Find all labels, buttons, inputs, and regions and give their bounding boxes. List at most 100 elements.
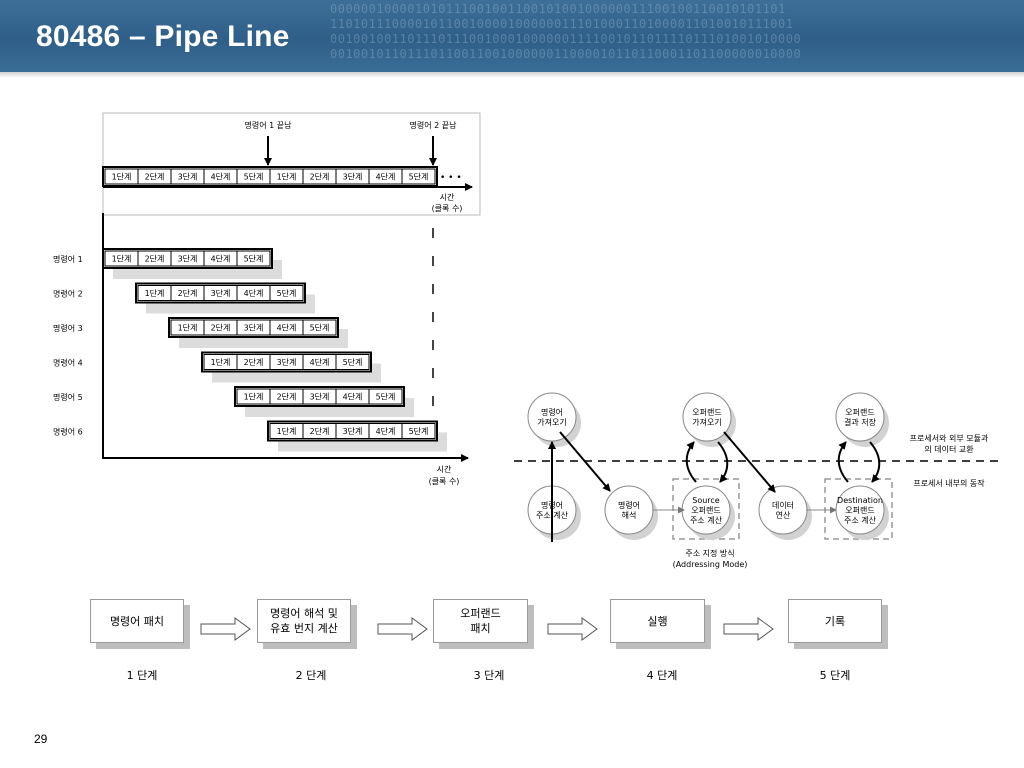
pipeline-row: 명령어 1 1단계 2단계 3단계 4단계 5단계 (53, 248, 282, 279)
slide-title: 80486 – Pipe Line (36, 20, 290, 53)
arrow-opfetch-down (717, 441, 729, 483)
flow-step-3: 오퍼랜드 패치 (433, 599, 528, 643)
instruction-label: 명령어 3 (53, 323, 83, 333)
pipeline-stage-3-1: 1단계 (170, 319, 205, 336)
flow-stage-1: 1 단계 (126, 669, 158, 682)
pipeline-stage-1-1: 1단계 (104, 250, 139, 267)
flow-stage-2: 2 단계 (295, 669, 327, 682)
pipeline-time-unit: (클록 수) (429, 477, 460, 486)
pipeline-stage-2-3: 3단계 (203, 285, 238, 301)
pipeline-stage-3-3-label: 3단계 (244, 323, 264, 333)
pipeline-stage-3-4-label: 4단계 (277, 323, 297, 333)
pipeline-row: 명령어 5 1단계 2단계 3단계 4단계 5단계 (53, 386, 414, 417)
instruction-label: 명령어 5 (53, 392, 83, 402)
top-stage-9: 4단계 (368, 168, 403, 185)
pipeline-stage-1-2-label: 2단계 (145, 254, 165, 264)
pipeline-row: 명령어 3 1단계 2단계 3단계 4단계 5단계 (53, 317, 348, 348)
top-stage-10-label: 5단계 (409, 172, 429, 182)
pipeline-stage-6-5: 5단계 (401, 423, 436, 439)
flow-arrow-1 (200, 617, 251, 641)
pipeline-stage-3-2-label: 2단계 (211, 323, 231, 333)
flow-step-4: 실행 (610, 599, 705, 643)
pipeline-stage-6-2: 2단계 (302, 423, 337, 439)
pipeline-stage-2-5-label: 5단계 (277, 288, 297, 298)
pipeline-stage-3-5: 5단계 (302, 319, 337, 336)
top-stage-2-label: 2단계 (145, 172, 165, 182)
pipeline-stage-4-3: 3단계 (269, 354, 304, 370)
pipeline-stage-5-4-label: 4단계 (343, 392, 363, 402)
instruction-label: 명령어 6 (53, 427, 83, 437)
pipeline-stage-6-3-label: 3단계 (343, 426, 363, 436)
flow-arrows (200, 617, 774, 641)
flow-arrow-2 (377, 617, 428, 641)
top-dots: • • • (440, 173, 462, 183)
state-node-inst-addr: 명령어주소 계산 (527, 485, 581, 540)
pipeline-stage-5-1-label: 1단계 (244, 392, 264, 402)
flow-step-1: 명령어 패치 (90, 599, 184, 643)
marker1-label: 명령어 1 끝남 (245, 120, 293, 130)
pipeline-stage-5-3: 3단계 (302, 388, 337, 405)
top-stage-7-label: 2단계 (310, 172, 330, 182)
top-stage-1: 1단계 (104, 168, 139, 185)
pipeline-stage-1-3-label: 3단계 (178, 254, 198, 264)
arrow-store-down (869, 441, 881, 483)
pipeline-stage-5-3-label: 3단계 (310, 392, 330, 402)
top-stage-5-label: 5단계 (244, 172, 264, 182)
pipeline-stage-6-5-label: 5단계 (409, 426, 429, 436)
addressing-mode-label: 주소 지정 방식(Addressing Mode) (673, 548, 748, 569)
top-stage-4-label: 4단계 (211, 172, 231, 182)
binary-texture: 0000001000010101110010011001010010000001… (330, 2, 802, 61)
pipeline-stage-4-4-label: 4단계 (310, 357, 330, 367)
pipeline-stage-6-3: 3단계 (335, 423, 370, 439)
top-stage-9-label: 4단계 (376, 172, 396, 182)
pipeline-stage-1-4-label: 4단계 (211, 254, 231, 264)
pipeline-stage-1-5: 5단계 (236, 250, 271, 267)
marker2-label: 명령어 2 끝남 (410, 120, 458, 130)
pipeline-stage-6-2-label: 2단계 (310, 426, 330, 436)
top-stage-3-label: 3단계 (178, 172, 198, 182)
pipeline-stage-5-2-label: 2단계 (277, 392, 297, 402)
pipeline-stage-1-5-label: 5단계 (244, 254, 264, 264)
flow-stage-5: 5 단계 (819, 669, 851, 682)
pipeline-stage-2-4-label: 4단계 (244, 288, 264, 298)
page-number: 29 (34, 732, 48, 746)
pipeline-stage-6-1-label: 1단계 (277, 426, 297, 436)
pipeline-stage-4-2-label: 2단계 (244, 357, 264, 367)
pipeline-stage-4-5: 5단계 (335, 354, 370, 370)
pipeline-stage-3-3: 3단계 (236, 319, 271, 336)
pipeline-stage-4-1: 1단계 (203, 354, 238, 370)
pipeline-stage-4-5-label: 5단계 (343, 357, 363, 367)
pipeline-stage-4-4: 4단계 (302, 354, 337, 370)
top-stage-1-label: 1단계 (112, 172, 132, 182)
pipeline-stage-2-5: 5단계 (269, 285, 304, 301)
top-stage-5: 5단계 (236, 168, 271, 185)
flow-arrow-3 (547, 617, 598, 641)
pipeline-row: 명령어 6 1단계 2단계 3단계 4단계 5단계 (53, 420, 447, 452)
flow-stage-4: 4 단계 (646, 669, 678, 682)
top-time-unit: (클록 수) (432, 204, 463, 213)
pipeline-stage-5-5: 5단계 (368, 388, 403, 405)
arrow-fetch-to-decode (559, 431, 611, 492)
instruction-label: 명령어 1 (53, 254, 83, 264)
arrow-opfetch-to-data (723, 431, 776, 493)
title-bar: 0000001000010101110010011001010010000001… (0, 0, 1024, 72)
top-stage-10: 5단계 (401, 168, 436, 185)
pipeline-stage-6-4-label: 4단계 (376, 426, 396, 436)
top-time-label: 시간 (440, 192, 455, 202)
flow-step-5: 기록 (788, 599, 882, 643)
pipeline-stage-4-3-label: 3단계 (277, 357, 297, 367)
